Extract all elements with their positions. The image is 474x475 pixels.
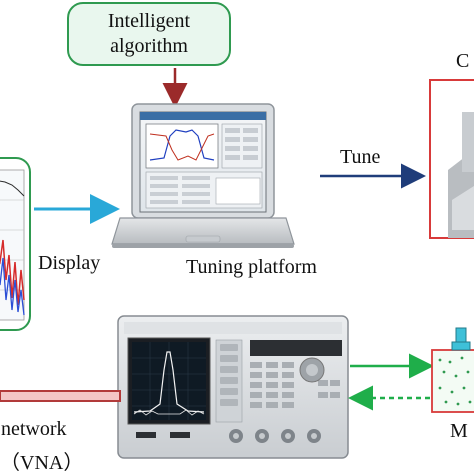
laptop-tuning-platform <box>111 103 295 248</box>
right-bottom-label: M <box>450 420 468 442</box>
right-top-label: C <box>456 50 470 72</box>
left-plot-panel <box>0 157 31 331</box>
right-device-frame <box>429 79 474 239</box>
intelligent-algorithm-box: Intelligent algorithm <box>67 2 231 66</box>
network-label: network <box>1 418 67 440</box>
algo-label-line2: algorithm <box>110 35 188 57</box>
algo-label-line1: Intelligent <box>107 10 191 32</box>
right-bottom-device <box>431 327 474 413</box>
vna-instrument <box>117 315 349 459</box>
vna-cable <box>0 390 121 402</box>
display-label: Display <box>38 252 101 274</box>
tune-label: Tune <box>340 146 381 168</box>
vna-label: （VNA） <box>0 452 84 474</box>
tuning-platform-label: Tuning platform <box>186 256 317 278</box>
